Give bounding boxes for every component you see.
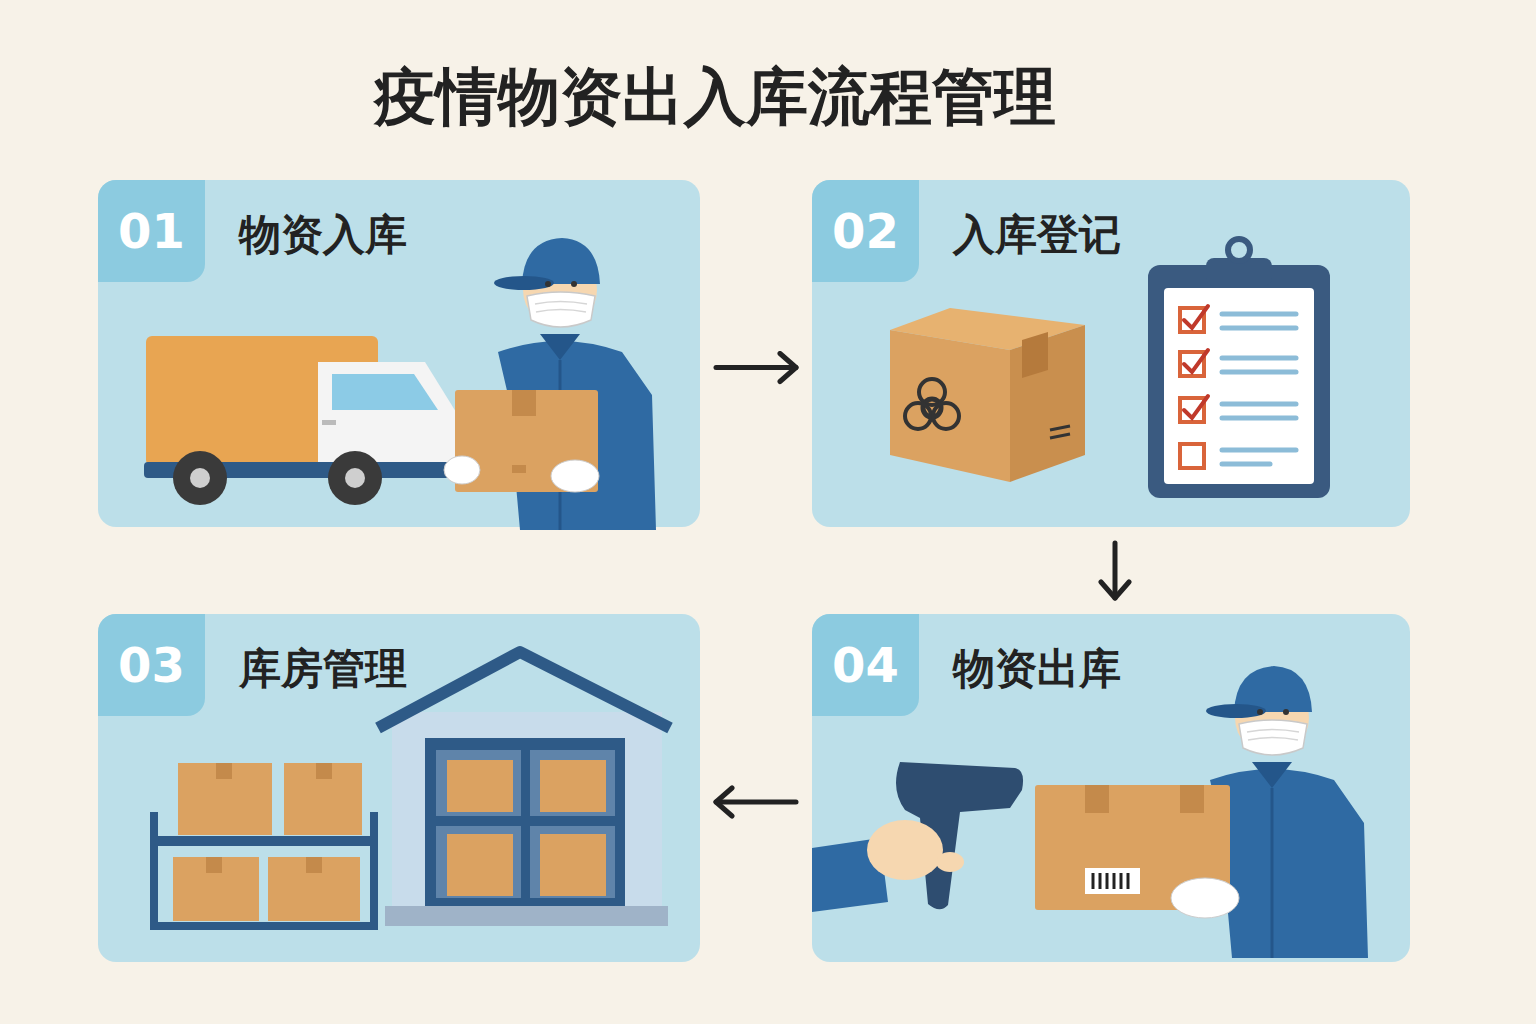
step-panel: 02 入库登记 — [812, 180, 1410, 527]
warehouse-building — [378, 652, 670, 926]
step-number: 04 — [812, 614, 919, 716]
step-heading: 库房管理 — [239, 644, 407, 694]
step-heading: 入库登记 — [953, 210, 1121, 260]
flow-arrow — [716, 365, 796, 370]
flow-arrow — [1113, 543, 1118, 598]
step-panel: 03 库房管理 — [98, 614, 700, 962]
truck-illustration — [144, 336, 460, 505]
step-heading: 物资出库 — [953, 644, 1121, 694]
checklist-clipboard — [1148, 239, 1330, 498]
flow-arrow — [716, 800, 796, 805]
barcode-scanner — [812, 762, 1023, 912]
storage-shelf — [150, 763, 378, 930]
step-panel: 04 物资出库 — [812, 614, 1410, 962]
step-number: 02 — [812, 180, 919, 282]
worker-figure — [444, 238, 656, 530]
step-number: 03 — [98, 614, 205, 716]
diagram-title: 疫情物资出入库流程管理 — [374, 60, 1056, 134]
step-heading: 物资入库 — [239, 210, 407, 260]
step-panel: 01 物资入库 — [98, 180, 700, 527]
step-number: 01 — [98, 180, 205, 282]
biohazard-box — [890, 308, 1085, 482]
worker-figure — [1035, 666, 1368, 958]
